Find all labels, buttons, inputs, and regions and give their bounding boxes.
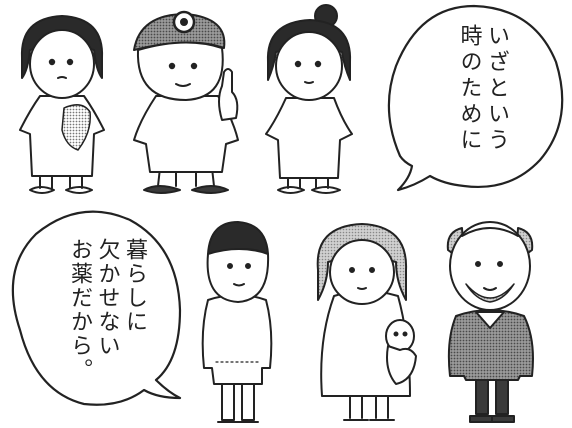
speech-bubble-1-text: いざという 時のために bbox=[428, 24, 510, 154]
girl1-shoes bbox=[29, 186, 93, 194]
baby-body bbox=[386, 345, 417, 385]
mother-mouth bbox=[357, 287, 367, 290]
bubble-1-line-1: いざという bbox=[484, 24, 509, 154]
girl2-eye-right bbox=[314, 60, 322, 68]
character-mother-with-baby bbox=[316, 223, 417, 421]
girl1-hair bbox=[20, 15, 104, 79]
bubble-2-line-3: お薬だから。 bbox=[67, 238, 92, 382]
boy-eye-right bbox=[190, 62, 198, 70]
bubble-1-line-2: 時のために bbox=[456, 24, 482, 154]
character-girl-with-bandage bbox=[19, 15, 105, 194]
character-girl-with-bun bbox=[265, 4, 353, 194]
girl2-eye-left bbox=[294, 60, 302, 68]
speech-bubble-1 bbox=[387, 4, 564, 192]
grandfather-mouth bbox=[483, 287, 497, 291]
mother-legs bbox=[349, 395, 389, 419]
head-mirror-center bbox=[180, 18, 188, 26]
character-father bbox=[201, 221, 273, 423]
father-shirt bbox=[201, 294, 273, 385]
girl2-dress bbox=[265, 97, 353, 179]
mother-eye-left bbox=[349, 267, 355, 273]
father-eye-left bbox=[227, 263, 233, 269]
mother-hair bbox=[316, 223, 408, 301]
character-boy-with-head-mirror bbox=[133, 10, 239, 194]
mother-eye-right bbox=[369, 267, 375, 273]
girl2-mouth bbox=[304, 81, 314, 84]
boy-face bbox=[136, 41, 224, 101]
mother-face bbox=[329, 239, 395, 305]
grandfather-eye-right bbox=[497, 261, 503, 267]
boy-legs bbox=[157, 167, 215, 187]
bubble-2-line-2: 欠かせない bbox=[94, 238, 120, 358]
speech-bubble-2 bbox=[11, 210, 182, 406]
boy-shoes bbox=[143, 185, 229, 194]
girl2-hair bbox=[266, 19, 352, 81]
grandfather-beard bbox=[465, 283, 515, 303]
pointing-hand bbox=[218, 68, 239, 121]
grandfather-eye-left bbox=[475, 261, 481, 267]
girl1-legs bbox=[39, 174, 83, 189]
grandfather-legs bbox=[475, 375, 509, 415]
girl2-legs bbox=[287, 177, 329, 189]
father-face bbox=[206, 248, 270, 303]
baby-eye-left bbox=[393, 331, 399, 337]
grandfather-shoes bbox=[469, 415, 515, 423]
bandage-patch bbox=[61, 104, 91, 151]
girl1-eye-left bbox=[48, 58, 56, 66]
speech-bubble-2-text: 暮らしに 欠かせない お薬だから。 bbox=[40, 238, 148, 398]
grandfather-collar bbox=[475, 311, 505, 329]
bubble-2-line-1: 暮らしに bbox=[122, 238, 147, 334]
father-eye-right bbox=[245, 263, 251, 269]
grandfather-side-hair bbox=[446, 227, 534, 263]
baby-eye-right bbox=[402, 331, 408, 337]
girl2-shoes bbox=[277, 186, 341, 194]
grandfather-bald-top bbox=[461, 227, 519, 237]
boy-eye-left bbox=[168, 62, 176, 70]
girl2-face bbox=[275, 31, 343, 101]
girl1-dress bbox=[19, 95, 105, 177]
character-grandfather bbox=[446, 221, 534, 423]
girl1-eye-right bbox=[66, 58, 74, 66]
father-legs bbox=[221, 379, 255, 421]
girl1-face bbox=[29, 29, 95, 99]
father-mouth bbox=[233, 283, 245, 287]
boy-mouth bbox=[175, 83, 191, 87]
girl1-mouth bbox=[57, 76, 67, 79]
